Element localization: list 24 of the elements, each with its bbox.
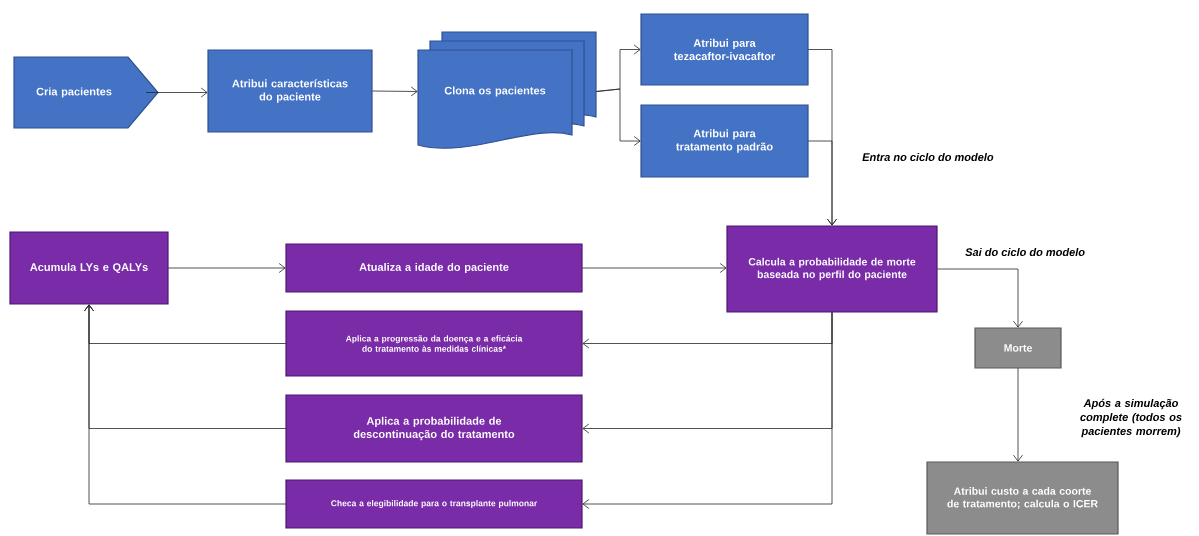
process-box: Calcula a probabilidade de morte baseada no perfil do paciente — [726, 225, 938, 313]
annotation-text: Após a simulação complete (todos os pacientes morrem) — [1080, 398, 1182, 438]
process-box: Atribui para tezacaftor-ivacaftor — [640, 13, 809, 86]
process-box: Atualiza a idade do paciente — [285, 243, 583, 293]
process-box: Atribui para tratamento padrão — [640, 104, 809, 178]
arrow — [145, 87, 208, 98]
arrow — [1013, 367, 1023, 462]
arrow — [936, 268, 1023, 328]
terminal-box: Morte — [974, 327, 1062, 369]
arrow — [582, 311, 833, 509]
process-box: Atribui custo a cada coorte de tratamento; calcula o ICER — [926, 461, 1119, 535]
arrow — [807, 140, 837, 226]
process-box: Aplica a probabilidade de descontinuação do tratamento — [285, 394, 583, 463]
process-box: Checa a elegibilidade para o transplante pulmonar — [285, 479, 583, 529]
arrow — [167, 263, 286, 273]
annotation-text: Sai do ciclo do modelo — [965, 247, 1085, 257]
process-box: Atribui características do paciente — [207, 49, 373, 133]
process-box: Aplica a progressão da doença e a eficácia do tratamento às medidas clínicas* — [285, 310, 583, 377]
arrow — [84, 304, 287, 505]
arrow — [595, 88, 641, 146]
arrow — [581, 263, 727, 273]
annotation-text: Entra no ciclo do modelo — [862, 152, 994, 162]
process-box: Acumula LYs e QALYs — [9, 231, 169, 305]
arrow — [371, 86, 418, 97]
